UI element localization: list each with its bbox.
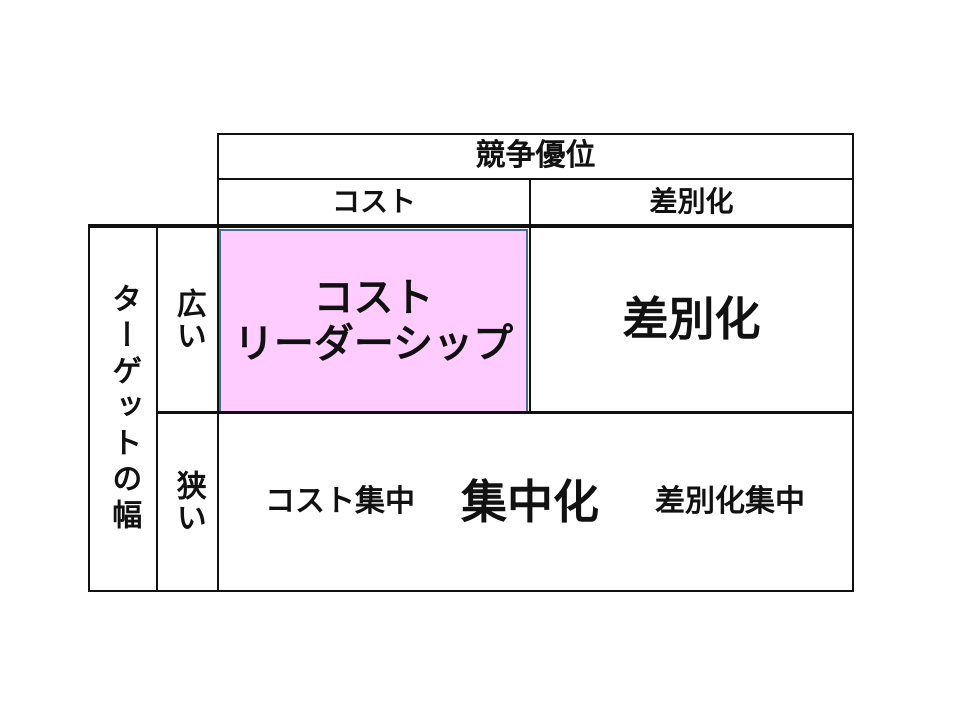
cost-leadership-line1: コスト — [313, 275, 434, 321]
row-label-narrow: 狭い — [158, 414, 217, 590]
grid-line — [529, 178, 531, 413]
header-title: 競争優位 — [475, 138, 596, 174]
row-label-narrow-text: 狭い — [170, 470, 206, 534]
grid-line — [217, 133, 854, 135]
grid-line — [88, 590, 854, 592]
focus-label: 集中化 — [461, 474, 599, 529]
grid-line — [88, 224, 854, 228]
row-axis-title-text: ターゲットの幅 — [106, 283, 142, 535]
differentiation-focus-label: 差別化集中 — [655, 483, 805, 519]
grid-line — [852, 133, 854, 592]
cost-leadership-line2: リーダーシップ — [233, 321, 514, 367]
grid-line — [217, 178, 854, 180]
row-label-wide: 広い — [158, 228, 217, 411]
row-axis-title: ターゲットの幅 — [90, 228, 156, 590]
cost-focus-label: コスト集中 — [265, 483, 415, 519]
cost-leadership-cell — [219, 229, 528, 413]
grid-line — [217, 133, 219, 592]
column-header-cost: コスト — [331, 184, 416, 218]
grid-line — [156, 224, 158, 592]
grid-line — [157, 411, 854, 414]
cost-leadership-label: コスト リーダーシップ — [219, 229, 528, 413]
column-header-differentiation: 差別化 — [649, 184, 734, 218]
row-label-wide-text: 広い — [170, 287, 206, 352]
differentiation-label: 差別化 — [622, 292, 761, 347]
grid-line — [88, 224, 90, 592]
